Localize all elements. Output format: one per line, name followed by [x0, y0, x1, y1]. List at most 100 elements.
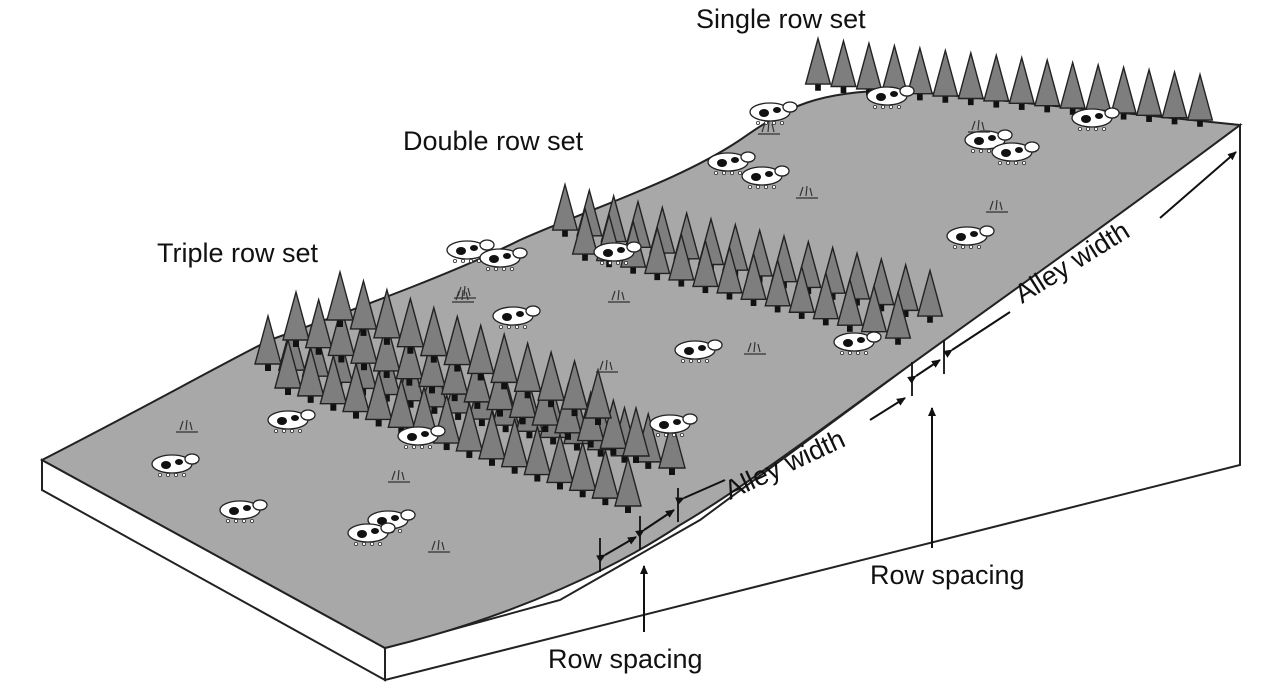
tree-icon: [419, 304, 448, 363]
cow-icon: [367, 509, 416, 534]
tree-icon: [387, 376, 416, 435]
tree-icon: [804, 35, 832, 91]
grass-tuft-icon: [388, 469, 410, 483]
tree-icon: [546, 431, 574, 490]
alley-width-arrow-upper-a: [943, 311, 1011, 358]
tree-icon: [443, 313, 472, 372]
tree-icon: [1033, 57, 1061, 113]
cow-icon: [674, 339, 723, 363]
cow-icon: [749, 101, 798, 126]
cow-icon: [492, 305, 541, 329]
tree-icon: [599, 397, 628, 456]
single-row-set-label: Single row set: [696, 4, 866, 34]
tree-icon: [282, 289, 310, 347]
cow-icon: [833, 331, 882, 355]
cow-icon: [964, 129, 1013, 153]
cow-icon: [593, 241, 642, 265]
tree-icon: [957, 50, 985, 106]
cow-icon: [991, 141, 1040, 165]
tree-icon: [716, 244, 743, 300]
cow-icon: [267, 409, 316, 433]
cow-icon: [479, 247, 528, 271]
grass-tuft-icon: [454, 285, 476, 299]
tree-icon: [463, 351, 492, 409]
cow-icon: [219, 499, 268, 524]
tree-icon: [1059, 59, 1086, 115]
tree-icon: [983, 52, 1010, 108]
tree-icon: [643, 225, 671, 281]
grass-tuft-icon: [968, 119, 990, 133]
row-spacing-arrow-lower-2: [635, 509, 675, 538]
tree-icon: [342, 360, 370, 419]
tree-icon: [350, 312, 378, 371]
cow-icon: [946, 225, 995, 249]
tree-rows: [254, 35, 1214, 513]
tree-icon: [523, 423, 552, 482]
dimension-annotations: [596, 151, 1237, 632]
tree-icon: [466, 322, 495, 381]
tree-icon: [537, 349, 566, 408]
tree-icon: [396, 296, 425, 354]
row-spacing-arrow-upper: [907, 359, 941, 384]
cow-icon: [866, 85, 915, 110]
cattle-herd: [151, 85, 1120, 547]
tree-icon: [296, 345, 325, 403]
tree-icon: [304, 297, 333, 355]
triple-row-set-label: Triple row set: [157, 238, 319, 268]
double-row-set-label: Double row set: [403, 126, 584, 156]
tree-icon: [1110, 64, 1137, 120]
row-spacing-label-lower: Row spacing: [548, 644, 703, 674]
tree-icon: [478, 408, 506, 466]
tree-icon: [614, 455, 642, 513]
tree-icon: [455, 400, 484, 458]
grass-tufts: [176, 119, 1008, 553]
grass-tuft-icon: [608, 289, 630, 303]
cow-icon: [741, 165, 790, 189]
tree-icon: [764, 257, 791, 313]
tree-icon: [319, 353, 348, 411]
tree-icon: [668, 231, 695, 287]
tree-icon: [884, 289, 912, 345]
alley-width-arrow-upper-b: [1159, 151, 1237, 219]
tree-icon: [254, 313, 282, 371]
cow-icon: [649, 413, 698, 437]
tree-icon: [836, 276, 864, 332]
tree-icon: [591, 447, 620, 506]
tree-icon: [326, 269, 354, 327]
tree-icon: [372, 320, 401, 378]
tree-icon: [395, 327, 424, 386]
tree-icon: [916, 267, 944, 323]
tree-icon: [513, 340, 542, 399]
cow-icon: [397, 425, 446, 449]
tree-icon: [1186, 71, 1214, 127]
tree-icon: [349, 278, 378, 336]
tree-icon: [327, 304, 356, 363]
tree-icon: [560, 358, 589, 417]
terrain-block: [39, 88, 1243, 682]
tree-icon: [568, 439, 597, 498]
tree-icon: [1008, 55, 1035, 110]
tree-icon: [812, 270, 840, 326]
grass-tuft-icon: [744, 341, 766, 355]
tree-icon: [372, 287, 401, 345]
tree-icon: [551, 181, 579, 237]
cow-icon: [707, 151, 756, 175]
tree-icon: [788, 263, 815, 319]
tree-icon: [571, 205, 599, 261]
grass-tuft-icon: [758, 121, 780, 135]
cow-icon: [1071, 107, 1120, 132]
tree-icon: [906, 45, 934, 101]
grass-tuft-icon: [428, 539, 450, 553]
alley-width-arrow-lower-b: [869, 397, 906, 421]
grass-tuft-icon: [596, 359, 618, 373]
cow-icon: [151, 453, 200, 477]
tree-icon: [1135, 67, 1163, 122]
tree-icon: [830, 38, 857, 94]
tree-icon: [740, 251, 767, 306]
tree-icon: [274, 337, 302, 395]
tree-icon: [364, 368, 393, 427]
cow-icon: [446, 239, 495, 263]
grass-tuft-icon: [796, 185, 818, 199]
row-spacing-label-upper: Row spacing: [870, 560, 1025, 590]
